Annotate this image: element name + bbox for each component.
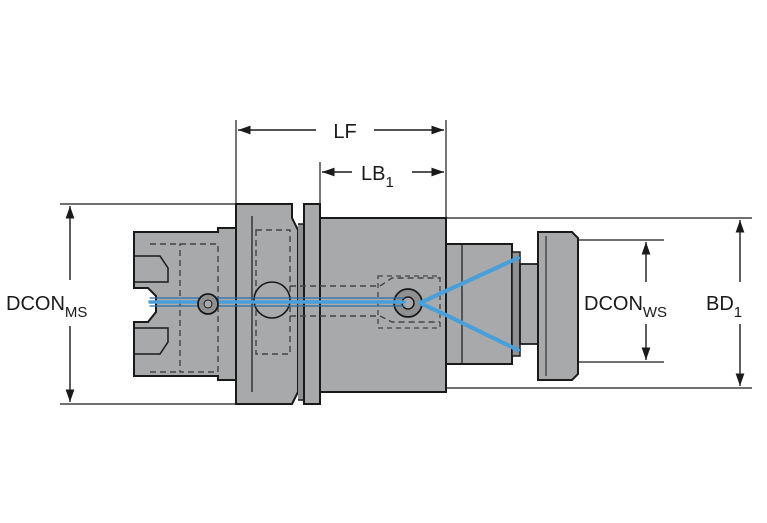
- coolant-channel-upper: [418, 256, 520, 305]
- machine-side-coupling: [133, 227, 237, 381]
- label-dcon-ws: DCONWS: [584, 293, 667, 321]
- coupling-slot-lower: [134, 327, 169, 355]
- coupling-slot-upper: [134, 255, 169, 283]
- dimension-bd1: BD1: [446, 217, 752, 389]
- coolant-channel-lower: [418, 301, 520, 352]
- collar: [303, 203, 321, 405]
- main-flange: [235, 203, 321, 405]
- body-block: [319, 217, 447, 393]
- nose-neck: [519, 263, 539, 345]
- label-bd1: BD1: [706, 293, 742, 321]
- coolant-channels: [148, 256, 520, 352]
- nose-ring: [511, 251, 521, 357]
- work-side-coupling: [445, 231, 579, 381]
- dimension-dcon-ms: DCONMS: [6, 203, 236, 405]
- label-lb1: LB1: [361, 163, 394, 191]
- coupling-shank: [133, 227, 237, 381]
- nose-section: [445, 243, 513, 365]
- dimension-lb1: LB1: [319, 162, 444, 204]
- ball-feature: [253, 281, 291, 319]
- label-dcon-ms: DCONMS: [6, 293, 87, 321]
- label-lf: LF: [333, 121, 356, 143]
- main-body: [253, 217, 447, 393]
- end-flange: [537, 231, 579, 381]
- dimension-dcon-ws: DCONWS: [578, 239, 667, 363]
- dimension-lf: LF: [235, 120, 447, 218]
